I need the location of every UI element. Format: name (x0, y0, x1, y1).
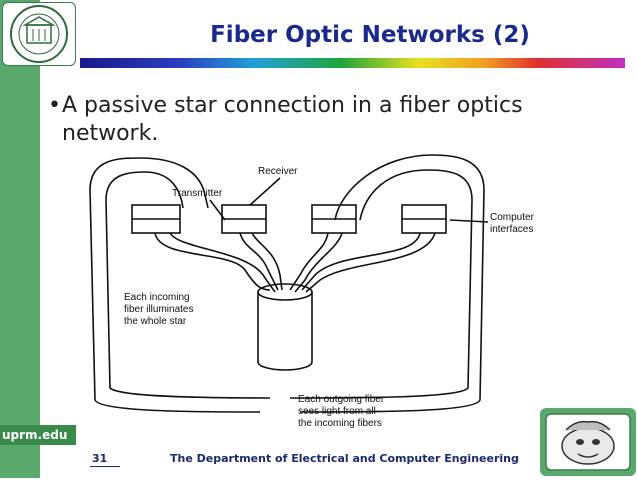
label-outgoing-line2: sees light from all (298, 406, 376, 417)
page-number-underline (90, 466, 120, 467)
label-outgoing-line3: the incoming fibers (298, 418, 382, 429)
site-badge: uprm.edu (0, 425, 76, 445)
label-receiver: Receiver (258, 166, 298, 177)
title-rainbow-bar (80, 58, 625, 68)
label-computer-interfaces: Computer interfaces (490, 212, 537, 235)
left-sidebar (0, 0, 40, 478)
label-incoming-line2: fiber illuminates (124, 304, 193, 315)
passive-star-diagram: Receiver Transmitter Computer interfaces… (89, 154, 537, 429)
label-outgoing-line1: Each outgoing fiber (298, 394, 385, 405)
bullet-text: A passive star connection in a fiber opt… (62, 93, 523, 146)
label-computer-interfaces-line1: Computer (490, 212, 535, 223)
label-incoming-line3: the whole star (124, 316, 187, 327)
university-seal-icon (2, 2, 76, 66)
bullet-item: • A passive star connection in a fiber o… (48, 92, 582, 148)
slide-title: Fiber Optic Networks (2) (210, 22, 530, 48)
bullet-dot: • (48, 93, 61, 118)
bulldog-mascot-icon (540, 408, 636, 476)
footer-department: The Department of Electrical and Compute… (170, 452, 519, 465)
label-incoming-line1: Each incoming (124, 292, 190, 303)
label-incoming: Each incoming fiber illuminates the whol… (124, 292, 196, 327)
label-transmitter: Transmitter (172, 188, 223, 199)
page-number: 31 (92, 452, 108, 465)
label-computer-interfaces-line2: interfaces (490, 224, 533, 235)
label-outgoing: Each outgoing fiber sees light from all … (298, 394, 387, 429)
